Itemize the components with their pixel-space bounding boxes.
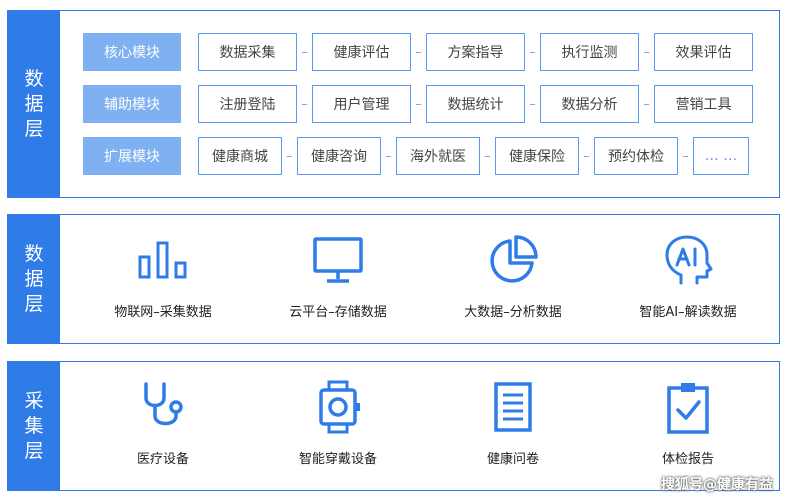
smartwatch-icon: [319, 380, 360, 434]
iot-item: 物联网–采集数据: [78, 233, 248, 320]
layer-label-char: 数: [24, 67, 44, 90]
checkup-report-item: 体检报告: [603, 380, 773, 467]
item-caption: 健康问卷: [486, 452, 539, 467]
module-chip: 健康商城: [198, 137, 282, 175]
questionnaire-item: 健康问卷: [428, 380, 598, 467]
ext-module-label: 扩展模块: [83, 137, 181, 175]
stethoscope-icon: [144, 382, 183, 426]
item-caption: 体检报告: [661, 452, 714, 467]
item-caption: 物联网–采集数据: [114, 305, 212, 320]
connector-dash: –: [301, 96, 308, 112]
layer-label-char: 采: [24, 389, 44, 412]
layer-label-char: 层: [24, 117, 44, 140]
layer-label-char: 据: [24, 267, 44, 290]
connector-dash: –: [415, 44, 422, 60]
medical-device-item: 医疗设备: [78, 380, 248, 467]
clipboard-check-icon: [667, 383, 709, 434]
module-chip: 健康咨询: [297, 137, 381, 175]
module-chip: 效果评估: [654, 33, 753, 71]
layer-label-char: 层: [24, 292, 44, 315]
wearable-item: 智能穿戴设备: [253, 380, 423, 467]
cloud-item: 云平台–存储数据: [253, 233, 423, 320]
layer-label-char: 据: [24, 92, 44, 115]
layer-label-char: 集: [24, 414, 44, 437]
collection-layer-panel: 采 集 层 医疗设备 智能穿戴设备 健康问卷: [7, 361, 780, 491]
app-layer-panel: 数 据 层 核心模块 数据采集 – 健康评估 – 方案指导 – 执行监测 – 效…: [7, 10, 780, 198]
module-chip-more: … …: [693, 137, 749, 175]
core-module-label: 核心模块: [83, 33, 181, 71]
module-chip: 预约体检: [594, 137, 678, 175]
module-chip: 注册登陆: [198, 85, 297, 123]
item-caption: 智能穿戴设备: [298, 452, 377, 467]
connector-dash: –: [529, 96, 536, 112]
document-icon: [494, 382, 532, 432]
ai-item: 智能AI–解读数据: [603, 233, 773, 320]
module-chip: 数据采集: [198, 33, 297, 71]
layer-label-char: 数: [24, 242, 44, 265]
ext-module-row: 扩展模块 健康商城 – 健康咨询 – 海外就医 – 健康保险 – 预约体检 – …: [83, 136, 749, 176]
module-chip: 健康评估: [312, 33, 411, 71]
layer-label-char: 层: [24, 439, 44, 462]
module-chip: 营销工具: [654, 85, 753, 123]
connector-dash: –: [415, 96, 422, 112]
item-caption: 智能AI–解读数据: [639, 305, 737, 320]
connector-dash: –: [301, 44, 308, 60]
module-chip: 执行监测: [540, 33, 639, 71]
connector-dash: –: [583, 148, 590, 164]
module-chip: 海外就医: [396, 137, 480, 175]
bigdata-item: 大数据–分析数据: [428, 233, 598, 320]
app-layer-label: 数 据 层: [8, 11, 60, 197]
item-caption: 医疗设备: [136, 452, 189, 467]
data-layer-label: 数 据 层: [8, 215, 60, 343]
pie-chart-icon: [490, 235, 538, 283]
module-chip: 数据分析: [540, 85, 639, 123]
ai-head-icon: [665, 235, 713, 285]
connector-dash: –: [643, 96, 650, 112]
connector-dash: –: [385, 148, 392, 164]
module-chip: 数据统计: [426, 85, 525, 123]
core-module-row: 核心模块 数据采集 – 健康评估 – 方案指导 – 执行监测 – 效果评估: [83, 32, 753, 72]
item-caption: 云平台–存储数据: [289, 305, 387, 320]
connector-dash: –: [484, 148, 491, 164]
aux-module-row: 辅助模块 注册登陆 – 用户管理 – 数据统计 – 数据分析 – 营销工具: [83, 84, 753, 124]
monitor-icon: [313, 237, 363, 283]
bar-chart-icon: [138, 241, 187, 279]
item-caption: 大数据–分析数据: [464, 305, 562, 320]
aux-module-label: 辅助模块: [83, 85, 181, 123]
data-layer-panel: 数 据 层 物联网–采集数据 云平台–存储数据 大数据–分析数据: [7, 214, 780, 344]
connector-dash: –: [682, 148, 689, 164]
connector-dash: –: [529, 44, 536, 60]
connector-dash: –: [286, 148, 293, 164]
connector-dash: –: [643, 44, 650, 60]
collection-layer-label: 采 集 层: [8, 362, 60, 490]
module-chip: 用户管理: [312, 85, 411, 123]
module-chip: 方案指导: [426, 33, 525, 71]
module-chip: 健康保险: [495, 137, 579, 175]
watermark-text: 搜狐号@健康有益: [661, 477, 773, 493]
